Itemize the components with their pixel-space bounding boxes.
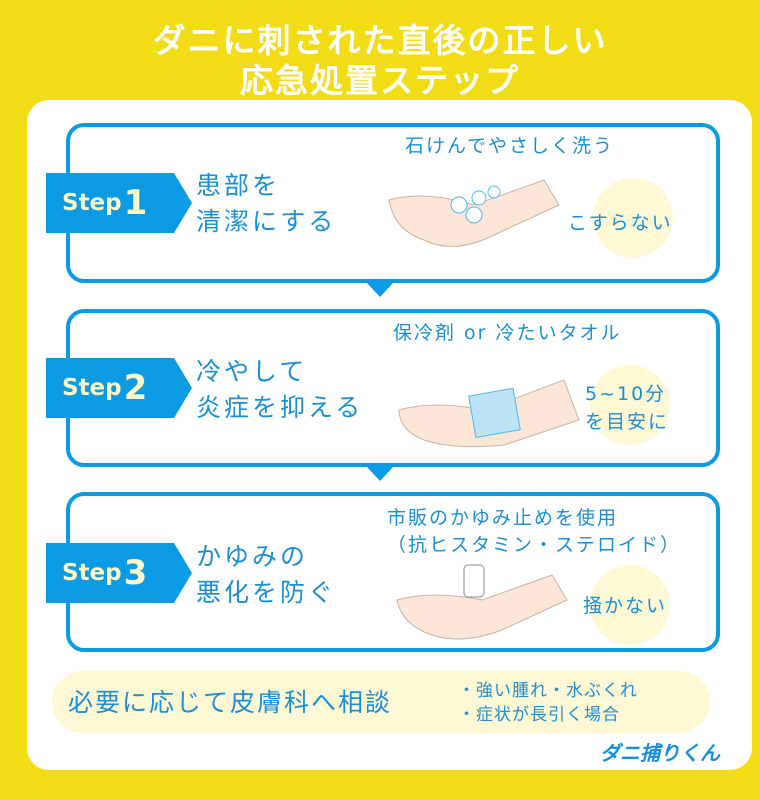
dermatologist-conditions: ・強い腫れ・水ぶくれ・症状が長引く場合 xyxy=(458,679,638,727)
title-line-2: 応急処置ステップ xyxy=(240,61,520,100)
step-1-heading: 患部を清潔にする xyxy=(196,168,336,240)
down-arrow-icon xyxy=(367,467,393,481)
step-1-note-top: 石けんでやさしく洗う xyxy=(405,135,615,157)
down-arrow-icon xyxy=(367,283,393,297)
heading-line: 患部を xyxy=(196,171,281,200)
step-number: 1 xyxy=(123,183,148,223)
highlight-circle xyxy=(593,178,673,258)
step-word: Step xyxy=(62,560,122,586)
cold-pack-illustration-icon xyxy=(398,379,580,448)
dermatologist-advice: 必要に応じて皮膚科へ相談 xyxy=(68,688,393,717)
step-3-heading: かゆみの悪化を防ぐ xyxy=(196,539,336,611)
heading-line: 冷やして xyxy=(196,357,308,386)
highlight-circle xyxy=(590,365,670,445)
step-3-note-top: 市販のかゆみ止めを使用 xyxy=(387,507,619,529)
step-3-note-side: 掻かない xyxy=(583,595,668,617)
heading-line: 炎症を抑える xyxy=(196,393,364,422)
highlight-circle xyxy=(590,565,670,645)
step-2-note-top: 保冷剤 or 冷たいタオル xyxy=(393,322,622,344)
step-2-heading: 冷やして炎症を抑える xyxy=(196,354,363,426)
dermatologist-banner xyxy=(52,671,710,733)
step-3-note-top-2: （抗ヒスタミン・ステロイド） xyxy=(387,534,682,556)
heading-line: 悪化を防ぐ xyxy=(196,578,337,607)
cream-application-illustration-icon xyxy=(396,564,568,640)
condition-item: ・症状が長引く場合 xyxy=(458,705,620,725)
step-1-note-side: こすらない xyxy=(568,212,673,234)
note-line: 5~10分 xyxy=(585,383,667,405)
step-2-note-side: 5~10分を目安に xyxy=(585,380,669,436)
title-line-1: ダニに刺された直後の正しい xyxy=(152,21,608,60)
step-word: Step xyxy=(62,190,122,216)
step-word: Step xyxy=(62,375,122,401)
note-line: を目安に xyxy=(585,411,670,433)
step-number: 2 xyxy=(123,368,148,408)
heading-line: 清潔にする xyxy=(196,207,337,236)
step-number: 3 xyxy=(123,553,148,593)
leg-washing-illustration-icon xyxy=(388,179,560,247)
brand-logo: ダニ捕りくん xyxy=(600,741,720,765)
heading-line: かゆみの xyxy=(196,542,309,571)
condition-item: ・強い腫れ・水ぶくれ xyxy=(458,681,638,701)
